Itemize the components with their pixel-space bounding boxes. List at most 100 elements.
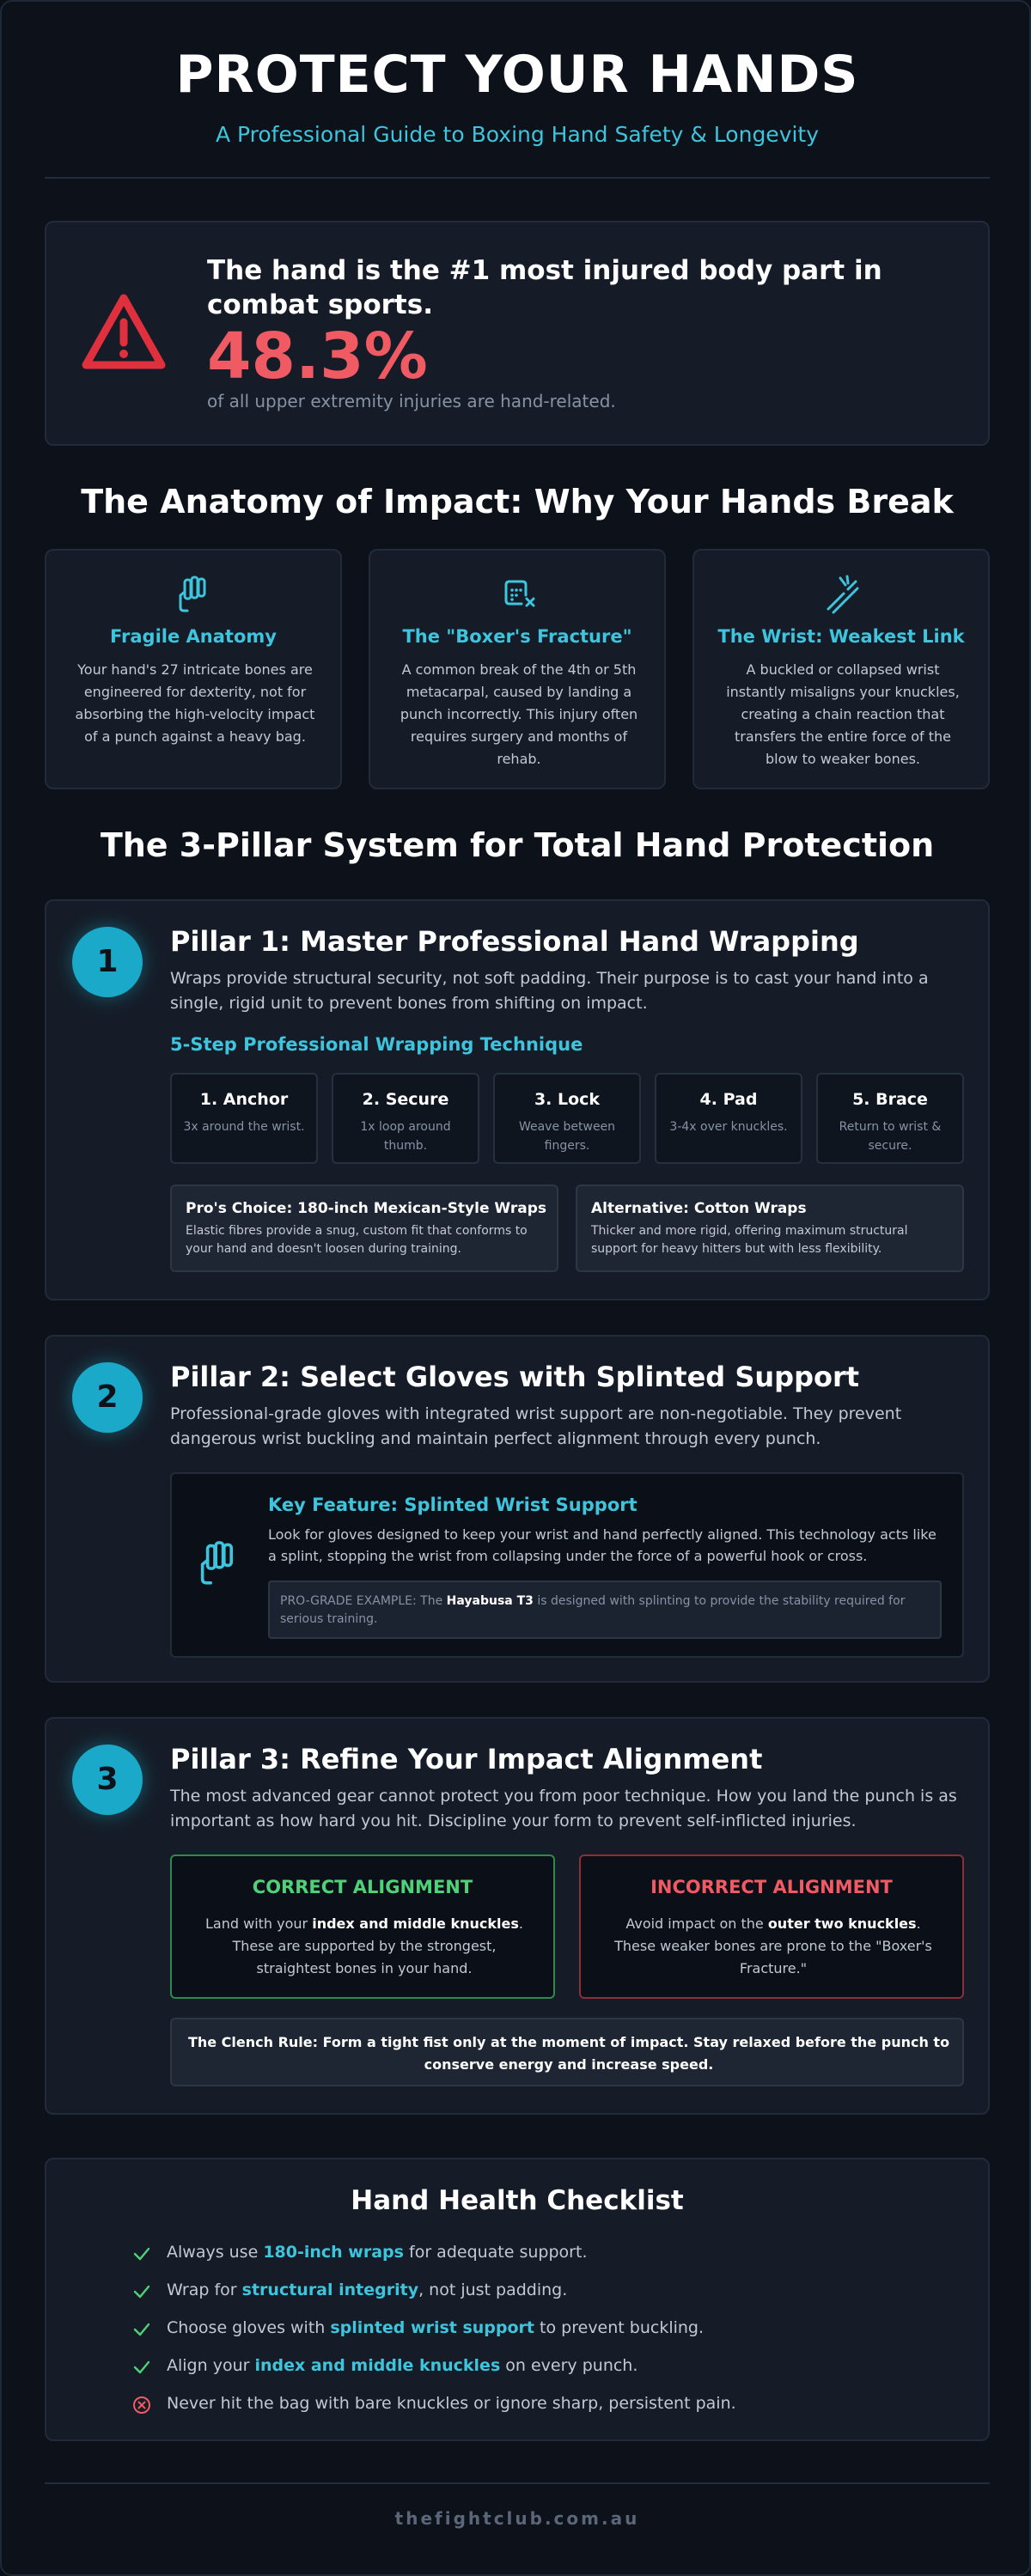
checkmark-icon (133, 2360, 150, 2374)
step-name: 5. Brace (852, 1090, 928, 1109)
step-detail: Weave between fingers. (518, 1120, 616, 1153)
page-title: PROTECT YOUR HANDS (175, 45, 859, 105)
stat-value: 48.3% (207, 320, 428, 393)
anatomy-card-text: A common break of the 4th or 5th metacar… (400, 661, 638, 767)
anatomy-card-text: Your hand's 27 intricate bones are engin… (75, 661, 315, 745)
checklist-item-text: Always use 180-inch wraps for adequate s… (167, 2243, 587, 2262)
alignment-text: Avoid impact on the outer two knuckles. … (605, 1913, 942, 1980)
anatomy-card-title: Fragile Anatomy (110, 626, 277, 647)
anatomy-card-title: The "Boxer's Fracture" (402, 626, 632, 647)
incorrect-alignment-box: INCORRECT ALIGNMENT Avoid impact on the … (579, 1854, 964, 1999)
item-highlight: splinted wrist support (330, 2318, 535, 2337)
pillar-number-badge: 1 (72, 927, 143, 997)
correct-alignment-box: CORRECT ALIGNMENT Land with your index a… (170, 1854, 555, 1999)
pillar-title: Pillar 3: Refine Your Impact Alignment (170, 1743, 763, 1775)
splinted-support-feature: Key Feature: Splinted Wrist Support Look… (170, 1472, 964, 1658)
alignment-text-prefix: Avoid impact on the (625, 1915, 768, 1932)
item-prefix: Align your (167, 2356, 255, 2375)
stat-heading: The hand is the #1 most injured body par… (207, 255, 882, 320)
anatomy-card-title: The Wrist: Weakest Link (717, 626, 965, 647)
wrapping-steps-heading: 5-Step Professional Wrapping Technique (170, 1034, 583, 1055)
wrap-option-text: Elastic fibres provide a snug, custom fi… (186, 1224, 528, 1256)
alignment-text-bold: outer two knuckles (767, 1915, 917, 1932)
example-suffix: is designed with splinting to provide th… (280, 1594, 906, 1626)
pillar-title: Pillar 2: Select Gloves with Splinted Su… (170, 1361, 860, 1393)
wrap-step-lock: 3. Lock Weave between fingers. (493, 1073, 641, 1164)
wrap-step-pad: 4. Pad 3-4x over knuckles. (655, 1073, 802, 1164)
pillar-1-card: 1 Pillar 1: Master Professional Hand Wra… (45, 899, 990, 1300)
pillar-number-badge: 2 (72, 1362, 143, 1433)
hand-icon (200, 1541, 233, 1585)
pillars-heading: The 3-Pillar System for Total Hand Prote… (100, 826, 935, 864)
step-detail: 1x loop around thumb. (360, 1120, 451, 1153)
footer-divider (45, 2482, 990, 2484)
example-prefix: PRO-GRADE EXAMPLE: The (280, 1594, 447, 1608)
step-name: 1. Anchor (199, 1090, 289, 1109)
cross-circle-icon (133, 2396, 150, 2414)
step-detail: 3x around the wrist. (183, 1120, 305, 1134)
pillar-description: The most advanced gear cannot protect yo… (170, 1787, 957, 1830)
alignment-title: CORRECT ALIGNMENT (252, 1877, 473, 1897)
anatomy-heading: The Anatomy of Impact: Why Your Hands Br… (81, 483, 954, 521)
step-detail: Return to wrist & secure. (839, 1120, 942, 1153)
wrap-step-brace: 5. Brace Return to wrist & secure. (816, 1073, 964, 1164)
pro-grade-example: PRO-GRADE EXAMPLE: The Hayabusa T3 is de… (268, 1580, 942, 1639)
pillar-description: Professional-grade gloves with integrate… (170, 1404, 902, 1448)
warning-triangle-icon (82, 294, 166, 369)
alignment-text-prefix: Land with your (205, 1915, 313, 1932)
item-suffix: on every punch. (500, 2356, 638, 2375)
injury-stat-card: The hand is the #1 most injured body par… (45, 221, 990, 446)
item-suffix: to prevent buckling. (534, 2318, 705, 2337)
anatomy-card-boxers-fracture: The "Boxer's Fracture" A common break of… (369, 549, 666, 789)
pillar-description: Wraps provide structural security, not s… (170, 969, 929, 1013)
step-detail: 3-4x over knuckles. (669, 1120, 788, 1134)
step-name: 3. Lock (534, 1090, 601, 1109)
pillar-title: Pillar 1: Master Professional Hand Wrapp… (170, 925, 859, 958)
checklist-title: Hand Health Checklist (351, 2185, 684, 2216)
item-suffix: , not just padding. (418, 2281, 568, 2299)
item-prefix: Never hit the bag with bare knuckles or … (167, 2394, 736, 2413)
alignment-text: Land with your index and middle knuckles… (196, 1913, 533, 1980)
alignment-text-suffix: . These are supported by the strongest, … (232, 1915, 523, 1976)
wrap-option-title: Pro's Choice: 180-inch Mexican-Style Wra… (186, 1200, 547, 1217)
wrap-option-mexican: Pro's Choice: 180-inch Mexican-Style Wra… (170, 1184, 558, 1272)
wrap-step-secure: 2. Secure 1x loop around thumb. (332, 1073, 479, 1164)
wrap-option-title: Alternative: Cotton Wraps (591, 1200, 807, 1217)
pillar-3-card: 3 Pillar 3: Refine Your Impact Alignment… (45, 1717, 990, 2115)
hand-health-checklist: Hand Health Checklist Always use 180-inc… (45, 2158, 990, 2441)
item-suffix: for adequate support. (403, 2243, 588, 2262)
item-prefix: Always use (167, 2243, 264, 2262)
checklist-item-text: Never hit the bag with bare knuckles or … (167, 2394, 736, 2413)
anatomy-card-text: A buckled or collapsed wrist instantly m… (726, 661, 960, 767)
item-highlight: index and middle knuckles (254, 2356, 501, 2375)
pillar-number-badge: 3 (72, 1745, 143, 1815)
item-highlight: structural integrity (241, 2281, 419, 2299)
feature-title: Key Feature: Splinted Wrist Support (268, 1495, 638, 1515)
pillar-2-card: 2 Pillar 2: Select Gloves with Splinted … (45, 1335, 990, 1683)
checkmark-icon (133, 2285, 150, 2299)
broken-link-icon (827, 575, 859, 614)
step-name: 4. Pad (699, 1090, 758, 1109)
checklist-item-text: Align your index and middle knuckles on … (167, 2356, 638, 2375)
bone-break-icon (504, 580, 535, 607)
anatomy-card-wrist: The Wrist: Weakest Link A buckled or col… (692, 549, 990, 789)
checklist-item-text: Choose gloves with splinted wrist suppor… (167, 2318, 704, 2337)
checkmark-icon (133, 2247, 150, 2261)
checkmark-icon (133, 2323, 150, 2336)
anatomy-card-fragile: Fragile Anatomy Your hand's 27 intricate… (45, 549, 342, 789)
footer-site-link[interactable]: thefightclub.com.au (394, 2508, 640, 2529)
hand-icon (179, 575, 206, 612)
item-highlight: 180-inch wraps (263, 2243, 404, 2262)
stat-caption: of all upper extremity injuries are hand… (207, 391, 616, 411)
header-divider (45, 177, 990, 179)
page-subtitle: A Professional Guide to Boxing Hand Safe… (215, 122, 820, 147)
alignment-text-bold: index and middle knuckles (312, 1915, 519, 1932)
alignment-title: INCORRECT ALIGNMENT (650, 1877, 893, 1897)
item-prefix: Wrap for (167, 2281, 242, 2299)
clench-rule-box: The Clench Rule: Form a tight fist only … (170, 2018, 964, 2086)
pro-grade-example-text: PRO-GRADE EXAMPLE: The Hayabusa T3 is de… (280, 1592, 933, 1629)
item-prefix: Choose gloves with (167, 2318, 331, 2337)
checklist-item-text: Wrap for structural integrity, not just … (167, 2281, 567, 2299)
alignment-text-suffix: . These weaker bones are prone to the "B… (614, 1915, 932, 1976)
